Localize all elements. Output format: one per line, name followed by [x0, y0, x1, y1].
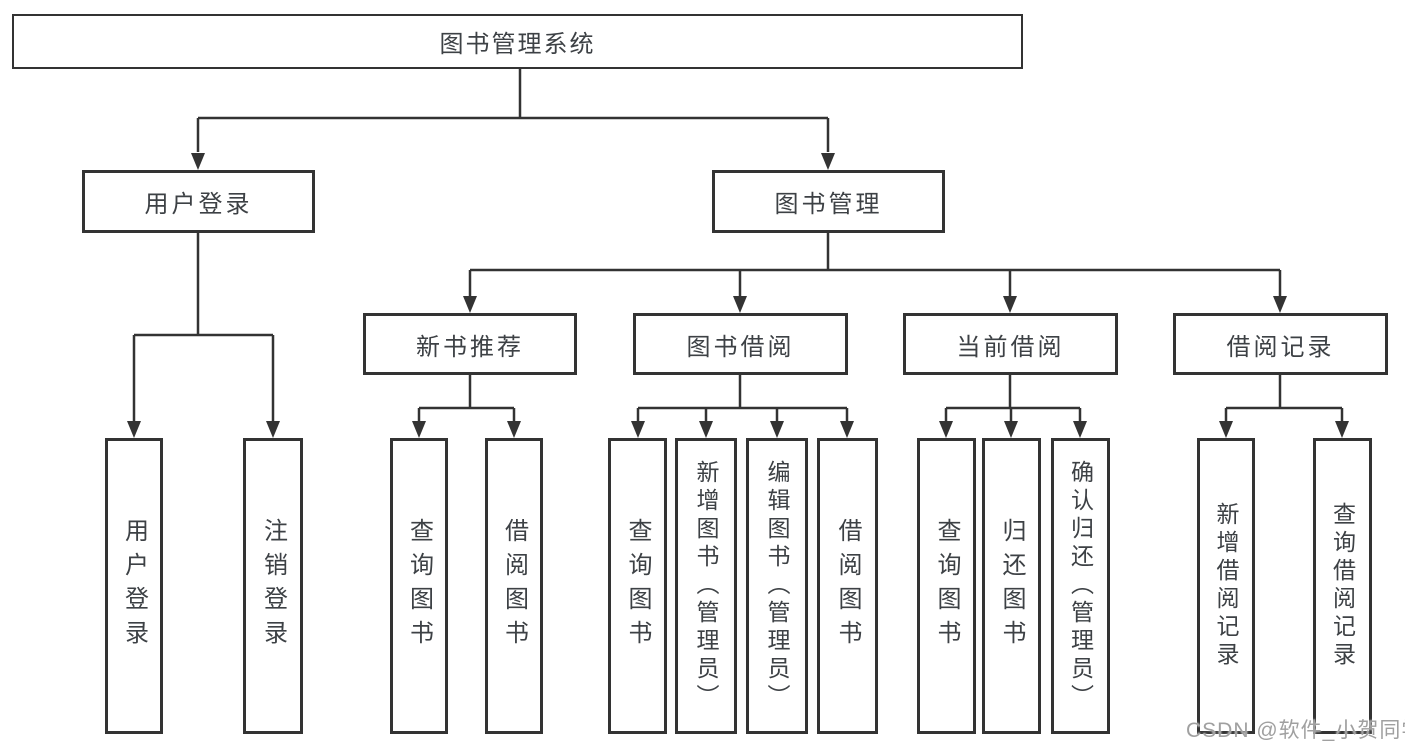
leaf-return-books: 归还图书: [982, 438, 1041, 734]
leaf-query-books-recommend: 查询图书: [390, 438, 448, 734]
leaf-query-borrow-record: 查询借阅记录: [1313, 438, 1372, 734]
leaf-edit-books-admin: 编辑图书（管理员）: [746, 438, 808, 734]
leaf-logout-login: 注销登录: [243, 438, 303, 734]
leaf-add-borrow-record: 新增借阅记录: [1197, 438, 1255, 734]
node-book-borrowing: 图书借阅: [633, 313, 848, 375]
leaf-confirm-return-admin: 确认归还（管理员）: [1051, 438, 1110, 734]
node-new-book-recommendation: 新书推荐: [363, 313, 577, 375]
node-book-management: 图书管理: [712, 170, 945, 233]
leaf-borrow-books-recommend: 借阅图书: [485, 438, 543, 734]
leaf-add-books-admin: 新增图书（管理员）: [675, 438, 737, 734]
node-user-login: 用户登录: [82, 170, 315, 233]
leaf-query-books-borrowing: 查询图书: [608, 438, 667, 734]
node-current-borrowing: 当前借阅: [903, 313, 1118, 375]
node-borrowing-records: 借阅记录: [1173, 313, 1388, 375]
node-library-management-system: 图书管理系统: [12, 14, 1023, 69]
leaf-borrow-books: 借阅图书: [817, 438, 878, 734]
leaf-user-login: 用户登录: [105, 438, 163, 734]
watermark-text: CSDN @软件_小贺同学: [1186, 719, 1405, 742]
leaf-query-books-current: 查询图书: [917, 438, 976, 734]
